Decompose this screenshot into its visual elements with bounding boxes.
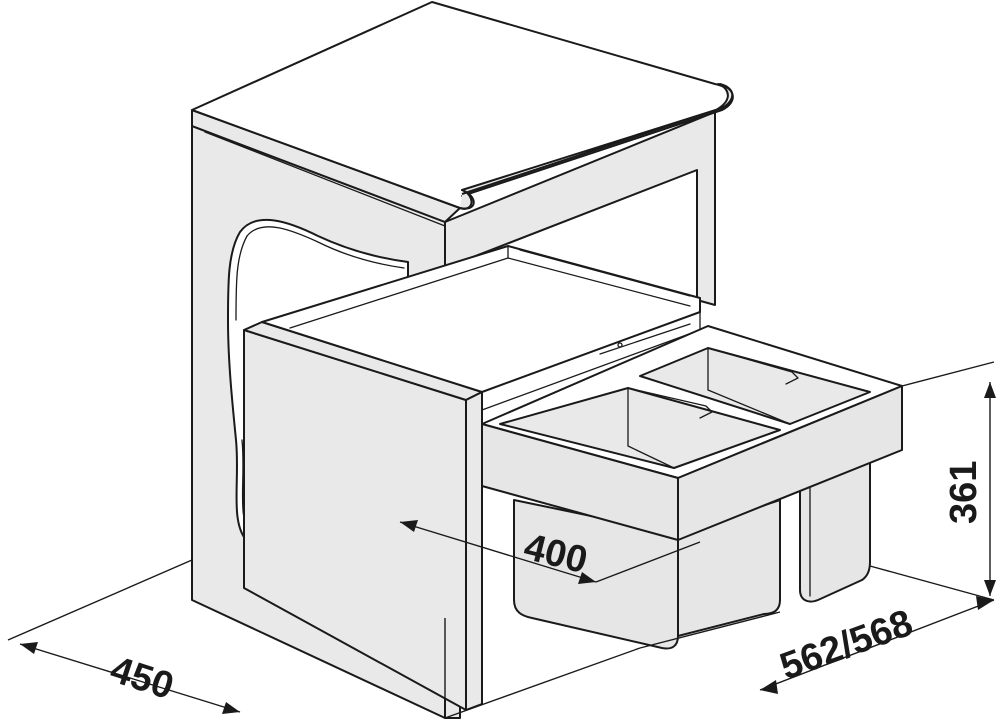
drawer-front: [243, 321, 483, 711]
dimension-label-361: 361: [943, 461, 985, 524]
bin-frame: [481, 325, 903, 541]
drawer-frame: [261, 245, 701, 411]
front-bin: [513, 499, 781, 650]
dimension-label-562-568: 562/568: [775, 602, 918, 688]
dimension-361: 361: [869, 361, 996, 601]
dimension-label-450: 450: [105, 649, 178, 709]
